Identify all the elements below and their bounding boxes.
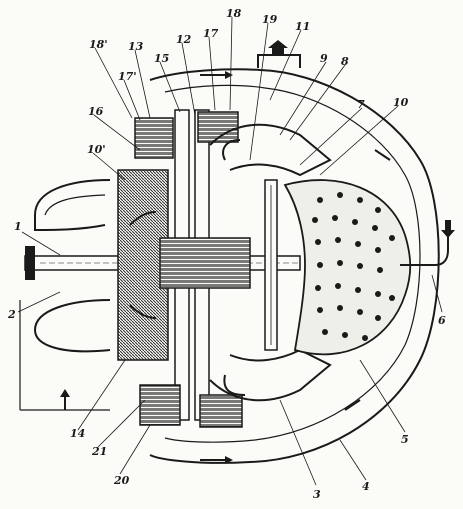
flow-arrow-chamber-bottom <box>344 399 361 411</box>
flow-arrow-chamber-top <box>374 149 391 161</box>
callout-1: 1 <box>14 220 22 233</box>
flow-arrow-bottom-head <box>225 456 233 464</box>
combustion-duct-upper <box>209 123 332 177</box>
callout-17: 17 <box>203 27 219 40</box>
exhaust-arrow <box>268 40 288 56</box>
fuel-inlet-arrow <box>441 220 455 238</box>
callout-13: 13 <box>128 40 144 53</box>
intake-scroll-upper <box>34 179 111 232</box>
intake-scroll-upper-inner <box>44 194 106 216</box>
callout-20: 20 <box>113 474 130 487</box>
heat-exchanger-bottom-right <box>199 394 243 428</box>
exhaust-stack <box>257 54 301 68</box>
callout-3: 3 <box>313 488 321 501</box>
flow-arrow-inlet-head <box>60 389 70 397</box>
outer-casing <box>149 68 440 464</box>
fuel-injector <box>400 235 449 266</box>
callout-2: 2 <box>7 308 16 321</box>
shaft-flange <box>25 246 35 280</box>
outer-casing-inner <box>164 84 421 443</box>
callout-11: 11 <box>295 20 310 33</box>
callout-9: 9 <box>320 52 328 65</box>
perforated-combustion-chamber <box>283 179 412 356</box>
callout-10p: 10' <box>87 143 106 156</box>
flow-arrow-comp-upper <box>129 211 157 226</box>
heat-exchanger-bottom-left <box>139 384 181 426</box>
callout-5: 5 <box>401 433 409 446</box>
flow-arrow-lower-turbine <box>223 374 246 396</box>
callout-19: 19 <box>262 13 278 26</box>
chamber-holes <box>312 192 395 341</box>
rotor-hub <box>159 237 251 289</box>
callout-6: 6 <box>438 314 446 327</box>
callout-10: 10 <box>393 96 409 109</box>
callout-21: 21 <box>91 445 107 458</box>
flow-arrow-upper-turbine <box>222 139 241 161</box>
callout-17p: 17' <box>118 70 137 83</box>
intake-scroll-lower <box>33 299 111 353</box>
callout-4: 4 <box>362 480 370 493</box>
callout-14: 14 <box>70 427 85 440</box>
callout-7: 7 <box>357 98 365 111</box>
leader-lines <box>17 16 443 486</box>
callout-8: 8 <box>341 55 349 68</box>
combustion-duct-lower <box>209 348 332 402</box>
flow-arrow-comp-lower <box>129 304 157 319</box>
callout-15: 15 <box>154 52 169 65</box>
heat-exchanger-top-left <box>134 117 174 159</box>
callout-18p: 18' <box>89 38 108 51</box>
callout-16: 16 <box>88 105 104 118</box>
callout-18: 18 <box>226 7 242 20</box>
flow-arrow-top-head <box>225 71 233 79</box>
callout-12: 12 <box>176 33 192 46</box>
